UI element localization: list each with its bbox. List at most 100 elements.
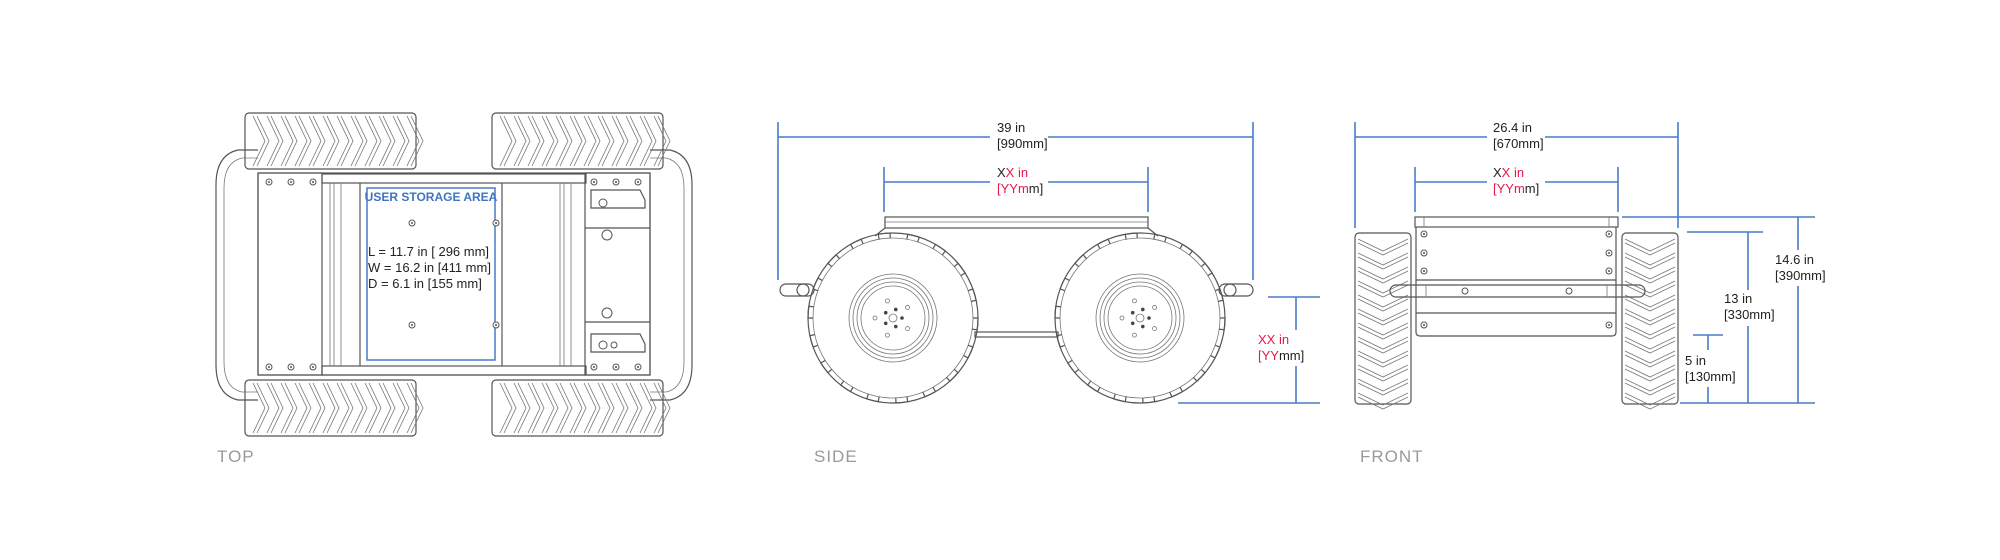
tread-line [270,382,284,434]
hub-ring [1099,277,1181,359]
tread-lug [807,305,814,319]
tread-line [298,382,312,434]
tread-lug [1142,396,1156,404]
overall-length-dimension: 39 in [990mm] [777,120,1254,280]
hub-center [888,313,898,323]
tread-line [406,382,420,434]
tread-line [503,382,517,434]
tread-line [1624,284,1676,298]
tread-line [559,382,573,434]
tread-line [368,115,382,167]
rim-hole [1132,332,1137,338]
tread-line [643,382,657,434]
tread-line [1357,382,1409,396]
tread-line [284,382,298,434]
tread-line [1624,368,1676,382]
tread-line [1624,308,1676,322]
svg-text:5 in: 5 in [1685,353,1706,368]
tread-line [1624,256,1676,270]
tread-lug [1169,386,1184,398]
tread-line [629,115,643,167]
hub-ring [1107,285,1173,351]
lug-nut [1130,321,1135,326]
tread-line [340,115,354,167]
tread-lug [1219,317,1226,331]
tread-line [1357,252,1409,266]
top-tires [244,112,671,437]
tread-lug [1200,262,1213,277]
tread-line [1357,312,1409,326]
rim-hole [1152,305,1157,310]
tread-line [555,382,569,434]
tread-lug [1067,359,1080,374]
lug-nut [893,307,898,312]
tread-line [364,115,378,167]
tread-lug [967,288,977,302]
tread-line [378,382,392,434]
tread-line [531,382,545,434]
tread-line [1357,326,1409,340]
lug-nut [883,310,888,315]
tread-line [1357,322,1409,336]
storage-length: L = 11.7 in [ 296 mm] [368,244,489,259]
front-body [1389,216,1646,337]
tread-line [587,115,601,167]
rim-hole [872,315,878,321]
lug-nut [893,324,898,329]
svg-text:26.4 in: 26.4 in [1493,120,1532,135]
tread-line [1357,396,1409,410]
tread-lug [812,277,823,292]
tread-line [1624,298,1676,312]
tread-line [1624,350,1676,364]
tread-line [326,115,340,167]
front-bumper [1389,284,1646,298]
tread-lug [877,232,891,240]
tread-line [643,115,657,167]
tread-line [336,115,350,167]
tread-lug [849,238,864,250]
side-view: 39 in [990mm] XX in [YYmm] XX in [YYmm] … [777,120,1320,466]
front-tires [1354,232,1679,410]
tread-line [1357,270,1409,284]
tread-line [396,382,410,434]
hub-ring [1103,281,1177,355]
tire [244,112,424,170]
tread-line [1624,396,1676,410]
plate-length-dimension: XX in [YYmm] [883,165,1149,212]
tread-line [336,382,350,434]
tread-lug [1179,243,1194,256]
tread-line [354,382,368,434]
tread-line [298,115,312,167]
tread-lug [932,243,947,256]
tread-line [308,115,322,167]
tire [491,379,671,437]
tread-line [1624,242,1676,256]
tread-lug [1054,305,1061,319]
storage-width: W = 16.2 in [411 mm] [368,260,491,275]
left-bumper [215,149,258,401]
svg-text:[YYmm]: [YYmm] [1493,181,1539,196]
tread-line [555,115,569,167]
tread-line [1357,284,1409,298]
tread-lug [1074,253,1087,268]
svg-text:XX in: XX in [1258,332,1289,347]
tread-line [639,115,653,167]
rim-hole [1132,298,1137,304]
tread-lug [1124,232,1138,240]
front-bumper-side [779,283,815,297]
tread-line [382,115,396,167]
svg-text:[390mm]: [390mm] [1775,268,1826,283]
tread-line [531,115,545,167]
tread-line [1624,270,1676,284]
body-height-dimension: 13 in [330mm] [1687,231,1775,403]
storage-title: USER STORAGE AREA [365,190,498,204]
hub-ring [1095,273,1185,363]
clearance-dimension: XX in [YYmm] [1178,296,1320,404]
tread-line [1357,336,1409,350]
tread-line [545,115,559,167]
tread-line [597,382,611,434]
tread-line [350,382,364,434]
tread-line [1624,266,1676,280]
tread-line [1357,294,1409,308]
